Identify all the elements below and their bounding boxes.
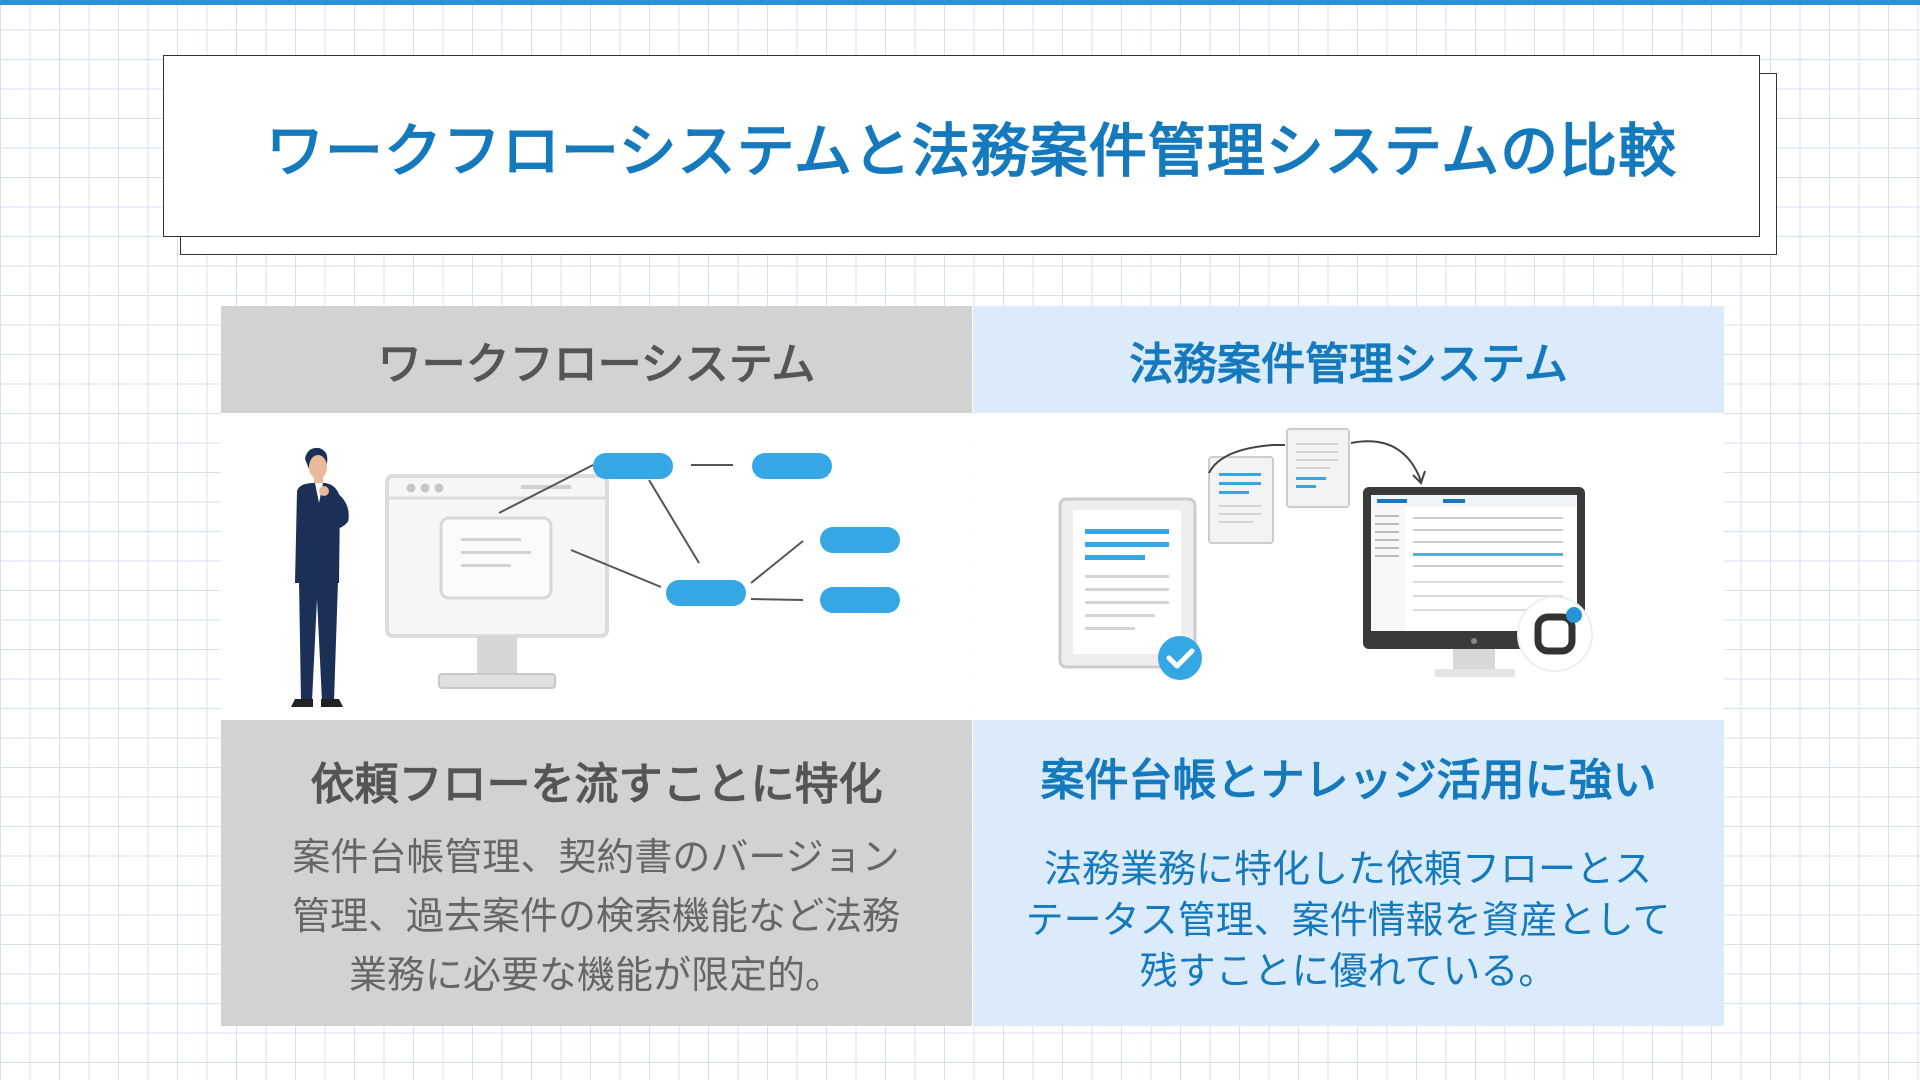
workflow-system-heading: 依頼フローを流すことに特化	[310, 759, 883, 810]
description-line: 案件台帳管理、契約書のバージョン	[292, 835, 900, 879]
curved-arrow-icon	[1350, 440, 1422, 482]
legal-case-system-header: 法務案件管理システム	[973, 306, 1724, 413]
description-line: 業務に必要な機能が限定的。	[348, 953, 843, 997]
workflow-system-panel: ワークフローシステム	[221, 306, 972, 1026]
checkmark-icon	[1158, 636, 1202, 680]
title-box: ワークフローシステムと法務案件管理システムの比較	[163, 55, 1760, 237]
workflow-connectors	[498, 464, 804, 601]
workflow-system-description: 案件台帳管理、契約書のバージョン 管理、過去案件の検索機能など法務 業務に必要な…	[246, 828, 946, 1005]
workflow-system-header: ワークフローシステム	[221, 306, 972, 413]
workflow-node-icon	[593, 453, 900, 613]
legal-case-system-panel: 法務案件管理システム	[973, 306, 1724, 1026]
workflow-illustration	[221, 413, 972, 720]
legal-case-system-heading: 案件台帳とナレッジ活用に強い	[1040, 755, 1657, 806]
document-icon	[1286, 428, 1350, 508]
description-line: テータス管理、案件情報を資産として	[1025, 898, 1671, 942]
description-line: 残すことに優れている。	[1139, 949, 1557, 993]
legal-case-system-body: 案件台帳とナレッジ活用に強い 法務業務に特化した依頼フローとス テータス管理、案…	[973, 720, 1724, 1026]
legal-case-system-description: 法務業務に特化した依頼フローとス テータス管理、案件情報を資産として 残すことに…	[998, 844, 1698, 997]
app-logo-icon	[1517, 596, 1593, 672]
description-line: 管理、過去案件の検索機能など法務	[291, 894, 900, 938]
page-title: ワークフローシステムと法務案件管理システムの比較	[265, 117, 1678, 185]
legal-case-illustration	[973, 413, 1724, 720]
business-person-icon	[291, 447, 349, 707]
laptop-dashboard-icon	[1363, 487, 1585, 677]
document-icon	[1208, 456, 1274, 544]
monitor-icon	[385, 474, 609, 689]
top-accent-bar	[0, 0, 1920, 5]
document-icon	[1058, 497, 1197, 669]
workflow-system-body: 依頼フローを流すことに特化 案件台帳管理、契約書のバージョン 管理、過去案件の検…	[221, 720, 972, 1026]
description-line: 法務業務に特化した依頼フローとス	[1043, 847, 1652, 891]
